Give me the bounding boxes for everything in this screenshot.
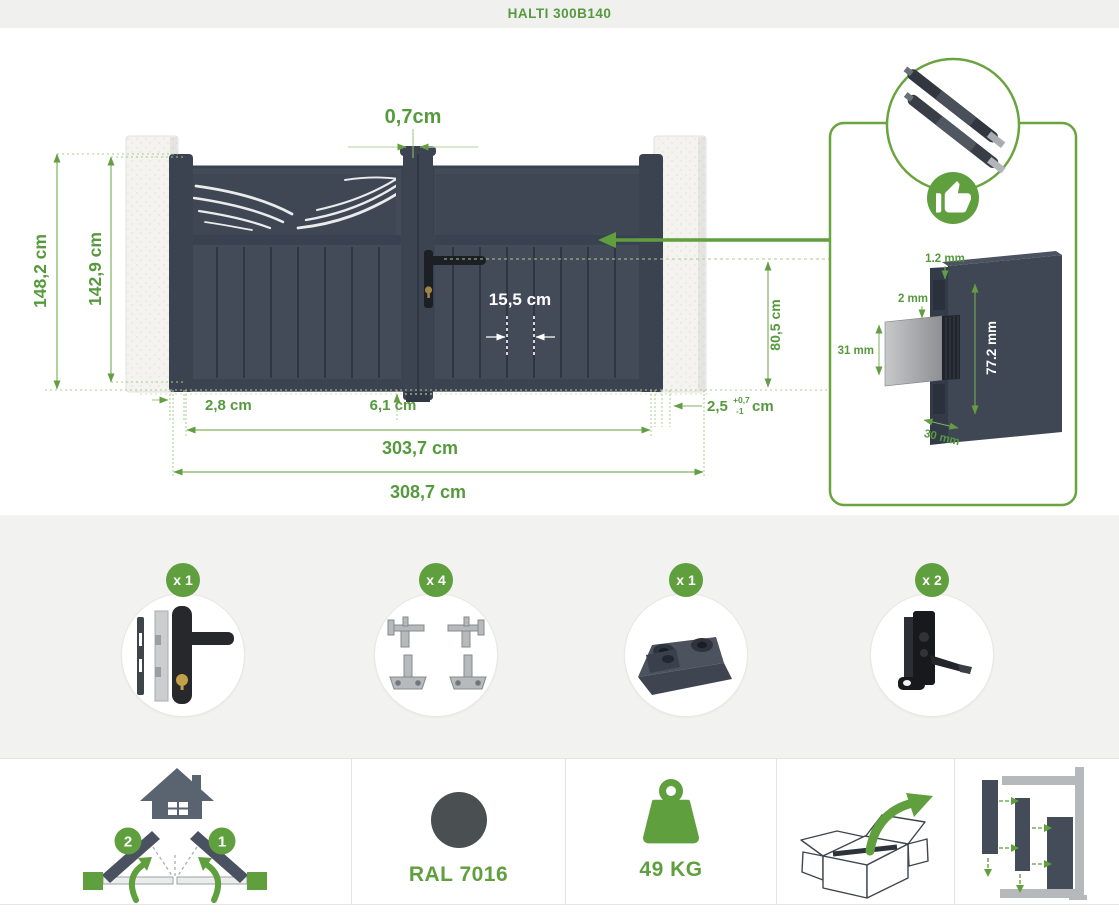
spec-footer: 2 1 RAL 7016 49 KG: [0, 758, 1119, 905]
weight-label: 49 KG: [639, 858, 703, 881]
weight-icon: [643, 779, 699, 844]
leaf-number-badge-1: [208, 827, 235, 855]
quantity-badge: x 1: [669, 563, 703, 597]
profile-detail-panel: 1.2 mm 2 mm 31 mm 77.2 mm 30 mm: [828, 57, 1078, 507]
svg-text:2 mm: 2 mm: [898, 293, 928, 305]
svg-text:1.2 mm: 1.2 mm: [925, 253, 965, 265]
lock-handle-icon: [137, 606, 234, 704]
brush-seal: [942, 315, 960, 380]
quantity-badge: x 1: [166, 563, 200, 597]
color-cell: RAL 7016: [352, 759, 566, 904]
assembly-cell: [955, 759, 1119, 904]
weight-cell: 49 KG: [566, 759, 777, 904]
gate-catch-icon: [898, 611, 972, 690]
svg-text:cm: cm: [752, 398, 774, 415]
svg-text:2: 2: [123, 834, 131, 851]
quantity-badge: x 2: [915, 563, 949, 597]
thumbs-up-icon: [927, 172, 979, 224]
hardware-stop: x 1: [624, 563, 748, 717]
dim-width-inner: 303,7 cm: [185, 390, 652, 458]
leaf-number-badge-2: [114, 827, 141, 855]
central-stop-icon: [638, 637, 732, 695]
slat-panel: [884, 315, 943, 387]
dim-height-total: 148,2 cm: [30, 153, 178, 390]
gate-actuators-icon: [903, 66, 1006, 174]
hardware-hinges: x 4: [374, 563, 498, 717]
svg-text:15,5 cm: 15,5 cm: [489, 290, 551, 309]
ral-color-swatch: [430, 792, 487, 848]
svg-text:80,5 cm: 80,5 cm: [767, 299, 783, 350]
opening-direction-icon: 2 1: [82, 768, 267, 903]
hardware-section: x 1 x 4: [0, 515, 1119, 758]
page-title: HALTI 300B140: [507, 6, 612, 21]
dim-slat-width: 15,5 cm: [486, 290, 555, 356]
hinges-icon: [387, 616, 487, 690]
dim-height-gate: 142,9 cm: [85, 156, 186, 383]
callout-arrow: [598, 232, 836, 248]
svg-text:1: 1: [217, 834, 225, 851]
svg-text:2,5: 2,5: [707, 398, 728, 415]
svg-text:2,8 cm: 2,8 cm: [205, 397, 252, 414]
svg-text:+0,7: +0,7: [733, 395, 750, 405]
svg-text:0,7cm: 0,7cm: [385, 106, 442, 128]
ral-label: RAL 7016: [408, 863, 509, 886]
packaging-box-icon: [799, 793, 933, 899]
svg-text:31 mm: 31 mm: [838, 345, 874, 357]
house-icon: [139, 768, 214, 801]
gate-handle: [424, 250, 486, 308]
svg-text:142,9 cm: 142,9 cm: [85, 232, 105, 306]
gate-leaf-left: [101, 831, 160, 883]
header-bar: HALTI 300B140: [0, 0, 1119, 28]
packaging-cell: [777, 759, 955, 904]
svg-text:-1: -1: [736, 406, 744, 416]
dim-clearance-right: 2,5 +0,7 -1 cm: [654, 390, 774, 427]
opening-diagram-cell: 2 1: [0, 759, 352, 904]
dim-width-outer: 308,7 cm: [172, 390, 705, 502]
hardware-catch: x 2: [870, 563, 994, 717]
svg-text:77.2 mm: 77.2 mm: [984, 321, 999, 375]
svg-text:148,2 cm: 148,2 cm: [30, 234, 50, 308]
double-swing-gate: [169, 146, 663, 402]
slat-assembly-icon: [982, 767, 1087, 900]
gate-leaf-right: [189, 831, 248, 883]
quantity-badge: x 4: [419, 563, 453, 597]
profile-cross-section: 1.2 mm 2 mm 31 mm 77.2 mm 30 mm: [838, 251, 1062, 448]
dim-top-gap: 0,7cm: [348, 106, 478, 158]
dim-clearance-mid: 6,1 cm: [370, 390, 417, 421]
svg-text:303,7 cm: 303,7 cm: [382, 438, 458, 458]
gate-diagram: 0,7cm 148,2 cm 142,9 cm 15,5 cm: [30, 57, 1078, 507]
board-grooves: [216, 247, 616, 378]
svg-text:308,7 cm: 308,7 cm: [390, 482, 466, 502]
laser-cut-wave-pattern: [192, 176, 396, 231]
dim-clearance-left: 2,8 cm: [152, 390, 252, 420]
svg-text:6,1 cm: 6,1 cm: [370, 397, 417, 414]
hardware-lock: x 1: [121, 563, 245, 717]
dim-handle-height: 80,5 cm: [444, 258, 835, 388]
